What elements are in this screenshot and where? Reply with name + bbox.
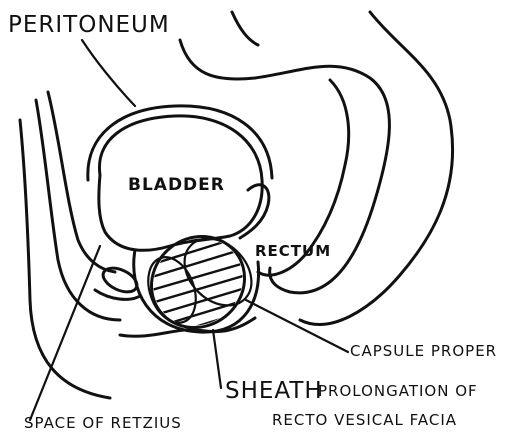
abdominal-wall-middle <box>36 100 120 320</box>
peritoneum-top-tail <box>232 12 258 45</box>
label-bladder: BLADDER <box>128 175 225 195</box>
sheath-leader <box>213 330 221 388</box>
label-prolongation: PROLONGATION OF <box>318 382 478 400</box>
label-peritoneum: PERITONEUM <box>8 12 170 38</box>
peritoneum-leader <box>82 40 135 106</box>
abdominal-wall-outer <box>20 120 110 398</box>
label-rectum: RECTUM <box>255 242 331 260</box>
rectum-outer-wall <box>300 12 453 324</box>
capsule-leader <box>246 300 348 352</box>
label-capsule-proper: CAPSULE PROPER <box>350 342 497 360</box>
label-sheath: SHEATH <box>225 378 323 404</box>
label-recto-vesical: RECTO VESICAL FACIA <box>272 411 457 429</box>
abdominal-wall-inner <box>48 92 115 272</box>
label-space-of-retzius: SPACE OF RETZIUS <box>24 414 182 432</box>
